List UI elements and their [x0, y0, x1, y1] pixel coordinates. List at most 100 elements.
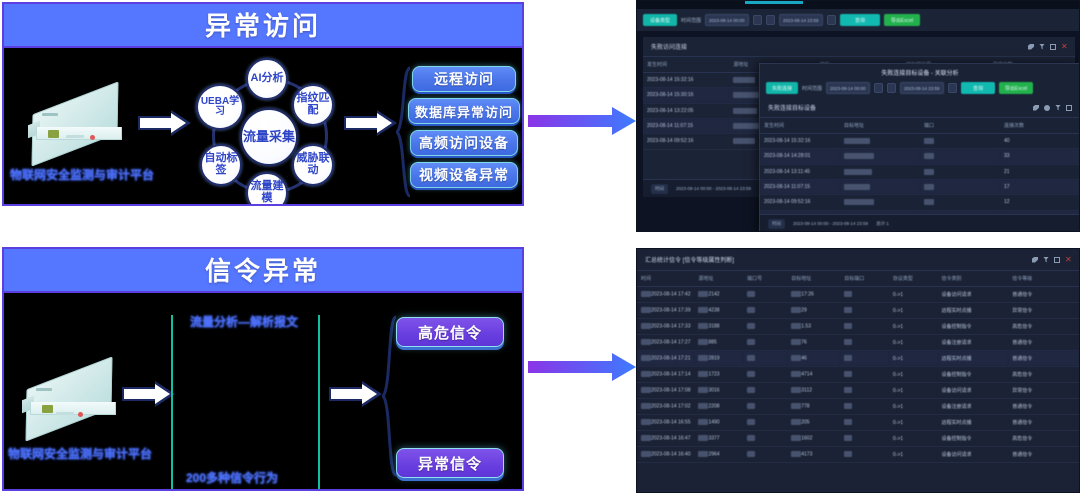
export-button[interactable]: 导出Excel [884, 14, 921, 26]
maximize-icon[interactable] [1050, 43, 1056, 50]
filter-icon[interactable] [1055, 104, 1061, 111]
calendar-icon-to[interactable] [827, 15, 837, 25]
cell-src-addr: 3188 [694, 318, 744, 335]
modal-statusbar: 时间 2023-08-14 00:00 - 2023-08-14 23:59 总… [760, 214, 1079, 231]
cell-dst-addr: 46 [787, 350, 841, 367]
cell-count: 40 [1000, 133, 1079, 150]
tag-icon[interactable] [1033, 104, 1039, 111]
cell-port [920, 179, 1000, 196]
cell-src-port [743, 286, 788, 303]
cell-dst-port [840, 382, 889, 399]
cell-signal-level: 高危信令 [1008, 430, 1079, 447]
col-time: 发生时间 [643, 57, 730, 73]
modal-date-to[interactable]: 2023-08-14 23:59 [900, 82, 945, 94]
cell-time: 2023-08-14 17:08 [637, 382, 695, 399]
calendar-icon-from[interactable] [874, 83, 884, 93]
output-db-abnormal[interactable]: 数据库异常访问 [408, 98, 520, 124]
signal-bottom-label: 200多种信令行为 [186, 471, 279, 485]
cell-dst-port [840, 286, 889, 303]
status-range: 2023-08-14 00:00 - 2023-08-14 23:59 [793, 221, 869, 226]
failed-access-card-icons: ✕ [1028, 41, 1068, 51]
cell-signal-type: 设备注册请求 [937, 334, 1009, 351]
date-from-input[interactable]: 2023-08-14 00:00 [705, 14, 750, 26]
correlation-analysis-modal: 失败连接目标设备 - 关联分析 失败连接 时间范围 2023-08-14 00:… [759, 63, 1079, 231]
output-high-freq-device[interactable]: 高频访问设备 [410, 130, 518, 156]
cell-src-addr: 2142 [694, 286, 744, 303]
signal-top-label: 流量分析—解析报文 [190, 315, 299, 329]
output-remote-access[interactable]: 远程访问 [412, 66, 516, 92]
calendar-icon-from[interactable] [753, 15, 763, 25]
calendar-icon-to[interactable] [948, 83, 958, 93]
brace-signal [382, 315, 398, 477]
query-button[interactable]: 查询 [840, 14, 881, 26]
status-count: 总计:1 [876, 220, 889, 226]
tag-icon[interactable] [1032, 256, 1038, 263]
output-video-abnormal[interactable]: 视频设备异常 [410, 162, 518, 188]
cell-port [920, 133, 1000, 150]
cell-dst-addr: 1.53 [787, 318, 841, 335]
node-traffic-model: 流量建模 [246, 172, 288, 204]
filter-icon[interactable] [1043, 256, 1049, 263]
col-target: 目标地址 [840, 118, 920, 134]
cell-dst-port [840, 430, 889, 447]
cell-src-addr: 1723 [694, 366, 744, 383]
maximize-icon[interactable] [1066, 104, 1072, 111]
modal-export-button[interactable]: 导出Excel [999, 82, 1034, 94]
modal-type-select[interactable]: 失败连接 [766, 82, 798, 94]
cell-signal-type: 设备访问请求 [937, 382, 1009, 399]
close-icon[interactable]: ✕ [1061, 41, 1068, 51]
swap-icon[interactable] [887, 83, 897, 93]
cell-protocol: 0->1 [888, 446, 938, 463]
cell-src-addr: 1490 [694, 414, 744, 431]
cell-src-addr: 3016 [694, 382, 744, 399]
cell-dst-addr: 3112 [787, 382, 841, 399]
panel-signal-body: 物联网安全监测与审计平台 流量分析—解析报文 200多种信令行为 高危信令 异常… [4, 293, 522, 489]
cell-dst-addr: 1602 [787, 430, 841, 447]
cell-dst-port [840, 318, 889, 335]
date-to-input[interactable]: 2023-08-14 23:59 [779, 14, 824, 26]
cell-time: 2023-08-14 13:11:45 [760, 164, 840, 180]
cell-time: 2023-08-14 09:52:16 [643, 133, 730, 150]
cell-src-addr: 2819 [694, 350, 744, 367]
output-high-risk-signal[interactable]: 高危信令 [396, 317, 504, 347]
cell-protocol: 0->1 [888, 334, 938, 351]
flow-arrow-2 [344, 110, 398, 136]
cell-dst-addr: 4714 [787, 366, 841, 383]
swap-icon[interactable] [766, 15, 776, 25]
connector-arrow-bottom [528, 353, 636, 381]
filter-icon[interactable] [1039, 43, 1045, 50]
cell-src-port [743, 430, 788, 447]
close-icon[interactable]: ✕ [1065, 254, 1072, 264]
cell-count: 21 [1000, 164, 1079, 180]
cell-time: 2023-08-14 17:21 [637, 350, 695, 367]
modal-range-label: 时间范围 [802, 85, 823, 92]
cell-time: 2023-08-14 13:22:05 [643, 103, 730, 119]
cell-dst-addr: 29 [787, 302, 841, 319]
modal-query-button[interactable]: 查询 [961, 82, 996, 94]
table-row[interactable]: 2023-08-14 13:11:45 21 [760, 164, 1079, 180]
node-threat-linkage: 威胁联动 [292, 144, 334, 186]
device-type-select[interactable]: 设备类型 [643, 14, 677, 26]
modal-card-title: 失败连接目标设备 [768, 106, 817, 112]
tag-icon[interactable] [1028, 43, 1034, 50]
maximize-icon[interactable] [1054, 256, 1060, 263]
modal-date-from[interactable]: 2023-08-14 00:00 [826, 82, 871, 94]
output-abnormal-signal[interactable]: 异常信令 [396, 448, 504, 478]
info-icon[interactable] [1044, 104, 1050, 111]
